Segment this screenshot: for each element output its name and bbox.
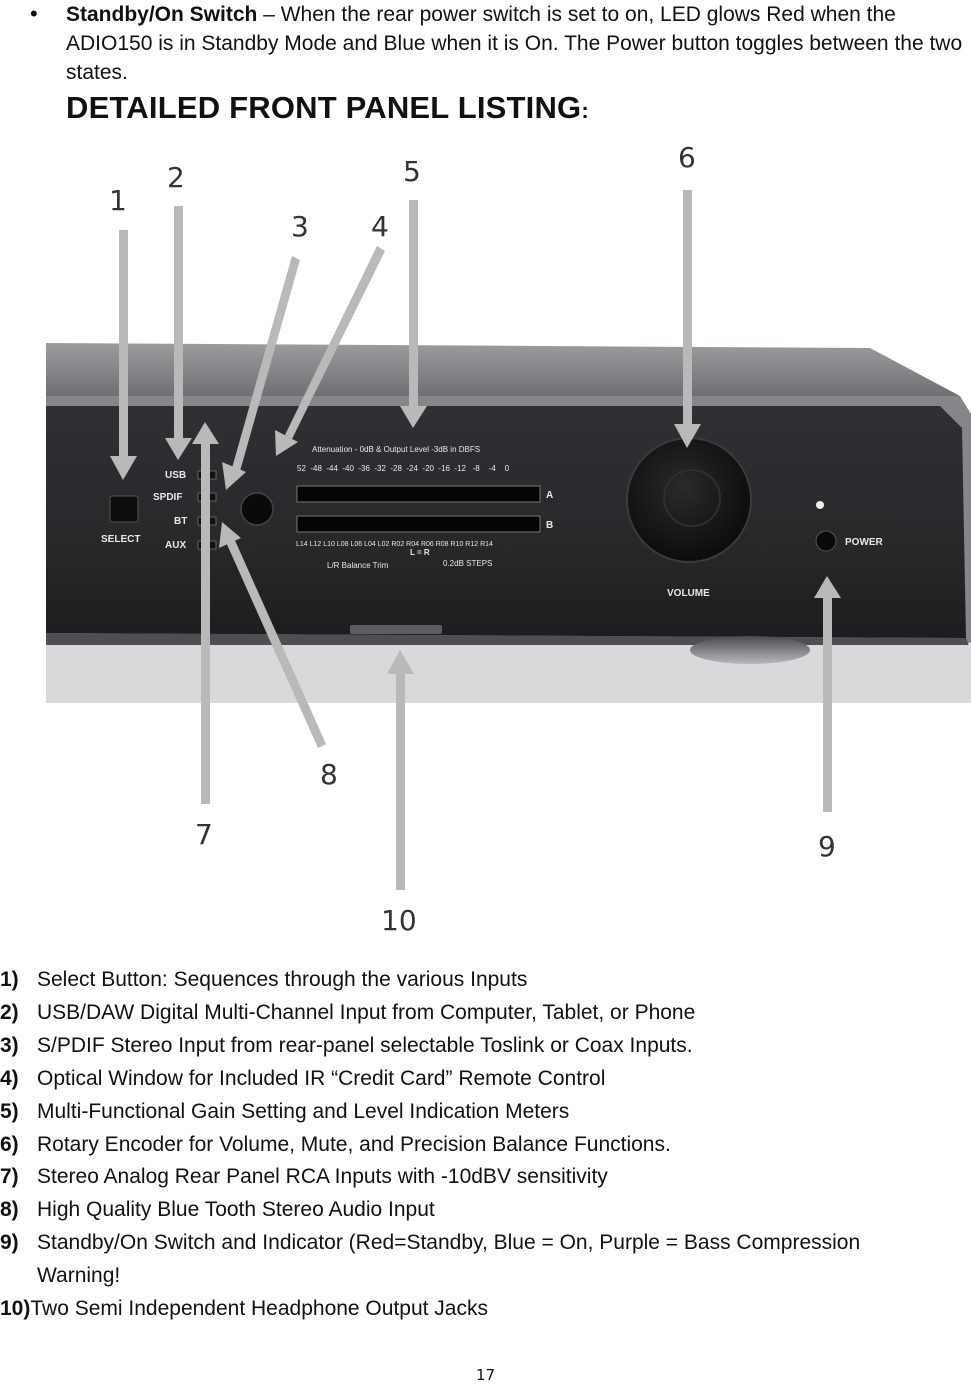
item-text: Stereo Analog Rear Panel RCA Inputs with… bbox=[37, 1165, 608, 1189]
bt-label: BT bbox=[174, 516, 187, 527]
arrow-2 bbox=[165, 206, 192, 460]
bullet-marker: • bbox=[30, 1, 38, 26]
meter-a-label: A bbox=[546, 490, 553, 501]
item-text: Two Semi Independent Headphone Output Ja… bbox=[30, 1297, 488, 1321]
meter-scale: 52 -48 -44 -40 -36 -32 -28 -24 -20 -16 -… bbox=[297, 464, 510, 473]
meter-title: Attenuation - 0dB & Output Level -3dB in… bbox=[312, 445, 480, 454]
power-button[interactable] bbox=[815, 530, 837, 552]
item-number: 3) bbox=[0, 1033, 19, 1057]
callout-6: 6 bbox=[678, 141, 696, 174]
callout-3: 3 bbox=[291, 210, 309, 243]
callout-10: 10 bbox=[381, 904, 417, 937]
list-item: 6) Rotary Encoder for Volume, Mute, and P… bbox=[0, 1129, 960, 1162]
list-item: 4) Optical Window for Included IR “Credit… bbox=[0, 1063, 960, 1096]
item-number: 4) bbox=[0, 1066, 19, 1090]
callout-7: 7 bbox=[195, 818, 213, 851]
aux-label: AUX bbox=[165, 540, 186, 551]
front-panel-list: 1) Select Button: Sequences through the v… bbox=[0, 964, 960, 1326]
page-number: 17 bbox=[475, 1366, 496, 1384]
callout-4: 4 bbox=[371, 210, 389, 243]
chassis-top bbox=[46, 343, 960, 396]
balance-label: L/R Balance Trim bbox=[327, 561, 389, 570]
bullet-label: Standby/On Switch bbox=[66, 3, 258, 26]
item-text: Multi-Functional Gain Setting and Level … bbox=[37, 1099, 570, 1123]
callout-1: 1 bbox=[109, 184, 127, 217]
ir-window bbox=[240, 492, 274, 526]
balance-steps: 0.2dB STEPS bbox=[443, 559, 492, 568]
item-number: 5) bbox=[0, 1099, 19, 1123]
item-text: Standby/On Switch and Indicator (Red=Sta… bbox=[37, 1231, 861, 1288]
list-item: 7) Stereo Analog Rear Panel RCA Inputs wi… bbox=[0, 1161, 960, 1194]
level-meters: Attenuation - 0dB & Output Level -3dB in… bbox=[296, 445, 553, 570]
meter-b-label: B bbox=[546, 520, 553, 531]
arrow-4 bbox=[275, 246, 385, 456]
arrow-7 bbox=[192, 422, 219, 804]
arrow-10 bbox=[387, 650, 414, 890]
arrow-1 bbox=[110, 230, 137, 480]
volume-knob[interactable] bbox=[626, 437, 752, 563]
item-number: 9) bbox=[0, 1231, 19, 1255]
item-text: Rotary Encoder for Volume, Mute, and Pre… bbox=[37, 1132, 671, 1156]
spdif-label: SPDIF bbox=[153, 492, 182, 503]
callout-2: 2 bbox=[167, 161, 185, 194]
front-panel-figure: SELECT USB SPDIF BT AUX Attenuation - 0d… bbox=[46, 141, 971, 937]
select-label: SELECT bbox=[101, 534, 140, 545]
callout-5: 5 bbox=[403, 155, 421, 188]
item-text: Select Button: Sequences through the var… bbox=[37, 968, 528, 991]
item-number: 7) bbox=[0, 1165, 19, 1189]
meter-a bbox=[296, 485, 541, 503]
item-text: USB/DAW Digital Multi-Channel Input from… bbox=[37, 1000, 696, 1024]
item-number: 8) bbox=[0, 1198, 19, 1222]
arrow-5 bbox=[400, 200, 427, 428]
bullet-body: – When the rear power switch is set to o… bbox=[66, 3, 963, 84]
arrow-8 bbox=[219, 522, 326, 748]
list-item: 2) USB/DAW Digital Multi-Channel Input fr… bbox=[0, 997, 960, 1030]
bullet-paragraph: Standby/On Switch – When the rear power … bbox=[66, 0, 966, 87]
item-number: 2) bbox=[0, 1000, 19, 1024]
headphone-jack-slot bbox=[350, 625, 442, 634]
meter-b bbox=[296, 515, 541, 533]
list-item: 10)Two Semi Independent Headphone Output… bbox=[0, 1293, 960, 1326]
item-text: S/PDIF Stereo Input from rear-panel sele… bbox=[37, 1033, 693, 1057]
callout-numbers: 1 2 3 4 5 6 7 8 9 10 bbox=[109, 141, 836, 937]
power-indicator-led bbox=[816, 501, 824, 509]
balance-scale: L14 L12 L10 L08 L06 L04 L02 R02 R04 R06 … bbox=[296, 541, 493, 548]
heading-colon: : bbox=[581, 98, 589, 123]
select-button[interactable] bbox=[109, 495, 139, 523]
section-heading: DETAILED FRONT PANEL LISTING: bbox=[66, 90, 589, 126]
power-label: POWER bbox=[845, 537, 884, 548]
arrow-3 bbox=[222, 256, 300, 490]
balance-center: L = R bbox=[410, 548, 430, 557]
callout-9: 9 bbox=[818, 830, 836, 863]
heading-text: DETAILED FRONT PANEL LISTING bbox=[66, 90, 582, 125]
list-item: 8) High Quality Blue Tooth Stereo Audio I… bbox=[0, 1194, 960, 1227]
list-item: 5) Multi-Functional Gain Setting and Leve… bbox=[0, 1096, 960, 1129]
callout-8: 8 bbox=[320, 758, 338, 791]
volume-knob-cap bbox=[663, 469, 721, 527]
arrow-6 bbox=[674, 190, 701, 448]
list-item: 1) Select Button: Sequences through the v… bbox=[0, 964, 960, 997]
volume-label: VOLUME bbox=[667, 588, 710, 599]
item-number: 10) bbox=[0, 1297, 31, 1321]
item-number: 6) bbox=[0, 1132, 19, 1156]
item-text: Optical Window for Included IR “Credit C… bbox=[37, 1066, 606, 1090]
list-item: 3) S/PDIF Stereo Input from rear-panel se… bbox=[0, 1030, 960, 1063]
list-item: 9) Standby/On Switch and Indicator (Red=S… bbox=[0, 1227, 917, 1293]
item-number: 1) bbox=[0, 968, 19, 991]
callout-arrows bbox=[110, 190, 841, 890]
shadow-under-chassis bbox=[46, 645, 971, 703]
front-foot bbox=[690, 636, 810, 664]
usb-label: USB bbox=[165, 470, 186, 481]
item-text: High Quality Blue Tooth Stereo Audio Inp… bbox=[37, 1198, 435, 1222]
arrow-9 bbox=[814, 576, 841, 812]
